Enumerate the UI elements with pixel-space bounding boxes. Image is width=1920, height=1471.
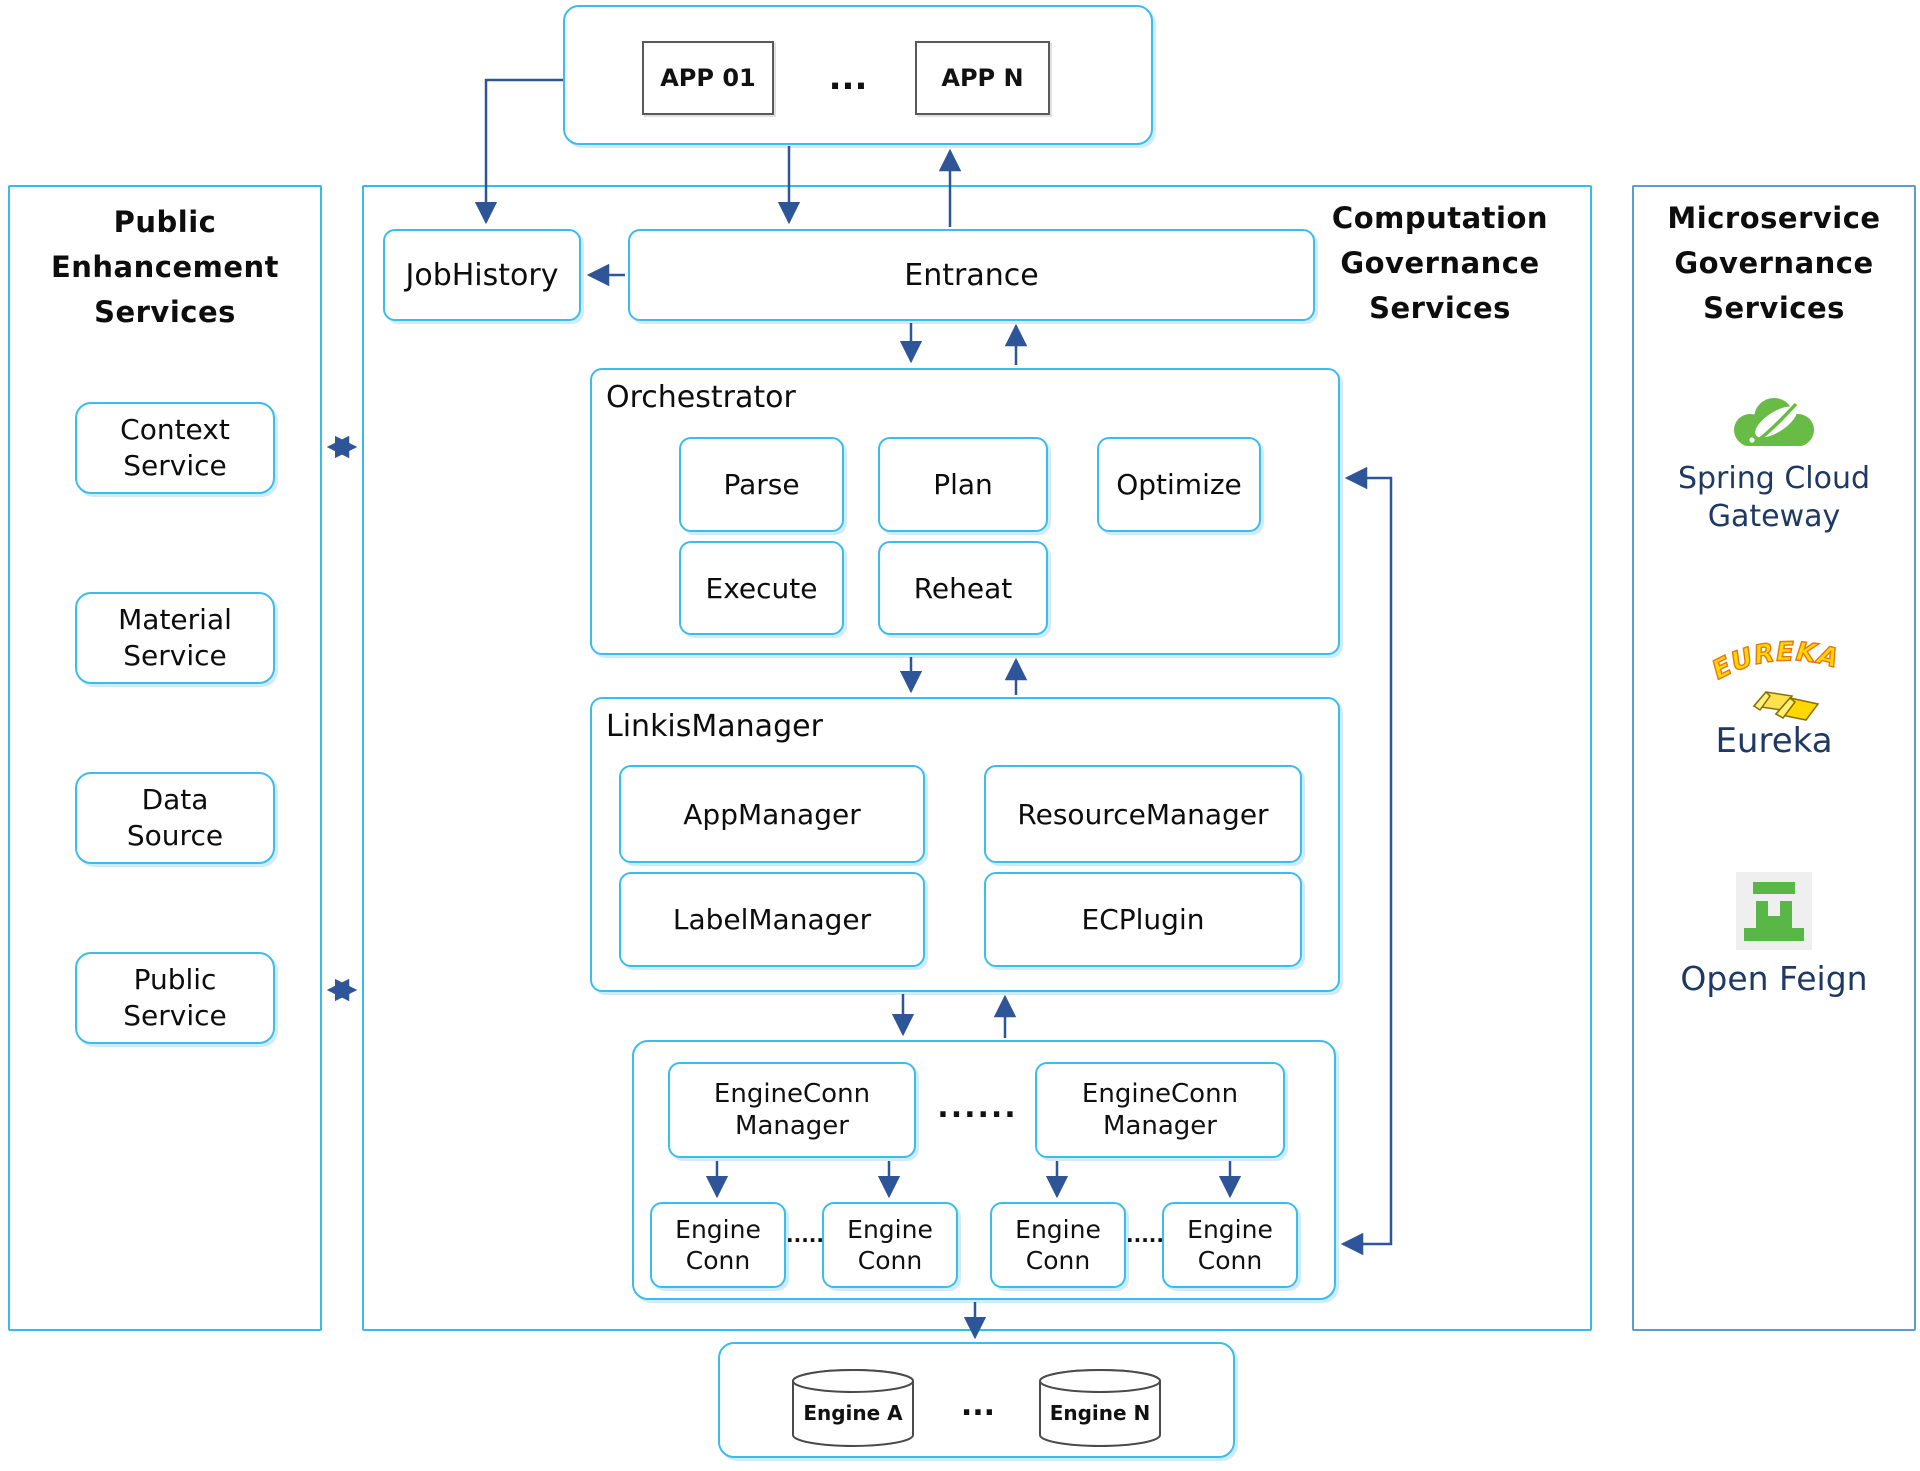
execute-label: Execute xyxy=(705,571,818,605)
engine-conn-label-2: Engine Conn xyxy=(847,1214,933,1275)
engine-a-cylinder-icon: Engine A xyxy=(792,1369,914,1447)
app-n-box: APP N xyxy=(915,41,1050,115)
engine-conn-label-3: Engine Conn xyxy=(1015,1214,1101,1275)
engine-conn-label-4: Engine Conn xyxy=(1187,1214,1273,1275)
context-service-box: Context Service xyxy=(75,402,275,494)
public-enhancement-title: Public Enhancement Services xyxy=(50,205,280,329)
optimize-box: Optimize xyxy=(1097,437,1261,532)
microservice-governance-title: Microservice Governance Services xyxy=(1667,201,1881,325)
engine-conn-ellipsis-2: ····· xyxy=(1126,1228,1164,1252)
appmanager-label: AppManager xyxy=(683,797,861,831)
app-n-label: APP N xyxy=(941,64,1024,92)
engine-conn-label-1: Engine Conn xyxy=(675,1214,761,1275)
data-source-box: Data Source xyxy=(75,772,275,864)
parse-box: Parse xyxy=(679,437,844,532)
spring-cloud-gateway-label: Spring Cloud Gateway xyxy=(1677,461,1871,534)
spring-cloud-gateway-icon xyxy=(1734,398,1814,446)
engine-conn-ellipsis-1: ····· xyxy=(786,1228,824,1252)
labelmanager-box: LabelManager xyxy=(619,872,925,967)
computation-governance-title: Computation Governance Services xyxy=(1331,201,1549,325)
reheat-label: Reheat xyxy=(913,571,1013,605)
ecplugin-box: ECPlugin xyxy=(984,872,1302,967)
open-feign-label: Open Feign xyxy=(1680,959,1868,998)
optimize-label: Optimize xyxy=(1116,468,1242,501)
engineconn-manager-left-box: EngineConn Manager xyxy=(668,1062,916,1158)
engine-conn-box-1: Engine Conn xyxy=(650,1202,786,1288)
linkismanager-title: LinkisManager xyxy=(606,709,823,744)
engine-conn-box-4: Engine Conn xyxy=(1162,1202,1298,1288)
app-01-label: APP 01 xyxy=(660,64,756,92)
engine-a-label: Engine A xyxy=(803,1401,903,1425)
execute-box: Execute xyxy=(679,541,844,635)
ecplugin-label: ECPlugin xyxy=(1081,903,1205,936)
material-service-box: Material Service xyxy=(75,592,275,684)
entrance-box: Entrance xyxy=(628,229,1315,321)
appmanager-box: AppManager xyxy=(619,765,925,863)
reheat-box: Reheat xyxy=(878,541,1048,635)
data-source-label: Data Source xyxy=(126,782,224,852)
resourcemanager-label: ResourceManager xyxy=(1017,797,1269,831)
engine-conn-box-3: Engine Conn xyxy=(990,1202,1126,1288)
engineconn-manager-right-box: EngineConn Manager xyxy=(1035,1062,1285,1158)
public-service-label: Public Service xyxy=(123,962,227,1032)
engines-ellipsis: ... xyxy=(960,1388,996,1423)
public-service-box: Public Service xyxy=(75,952,275,1044)
svg-text:EUREKA: EUREKA xyxy=(1712,640,1842,686)
engineconn-manager-ellipsis: ...... xyxy=(937,1090,1018,1125)
labelmanager-label: LabelManager xyxy=(672,903,872,936)
public-enhancement-panel xyxy=(8,185,322,1331)
parse-label: Parse xyxy=(723,468,800,501)
app-ellipsis: ... xyxy=(828,58,868,98)
entrance-label: Entrance xyxy=(904,257,1039,293)
open-feign-icon xyxy=(1736,872,1812,950)
eureka-label: Eureka xyxy=(1715,721,1833,761)
orchestrator-title: Orchestrator xyxy=(606,380,796,415)
microservice-governance-panel xyxy=(1632,185,1916,1331)
resourcemanager-box: ResourceManager xyxy=(984,765,1302,863)
engine-n-label: Engine N xyxy=(1050,1401,1151,1425)
plan-label: Plan xyxy=(933,468,993,501)
material-service-label: Material Service xyxy=(118,602,232,672)
engine-conn-box-2: Engine Conn xyxy=(822,1202,958,1288)
context-service-label: Context Service xyxy=(120,412,230,482)
eureka-icon: EUREKA xyxy=(1712,640,1842,721)
jobhistory-box: JobHistory xyxy=(383,229,581,321)
eureka-logo-text: EUREKA xyxy=(1712,640,1842,687)
engine-n-cylinder-icon: Engine N xyxy=(1039,1369,1161,1447)
engineconn-manager-right-label: EngineConn Manager xyxy=(1081,1078,1239,1142)
app-01-box: APP 01 xyxy=(642,41,774,115)
jobhistory-label: JobHistory xyxy=(405,257,559,293)
plan-box: Plan xyxy=(878,437,1048,532)
engineconn-manager-left-label: EngineConn Manager xyxy=(713,1078,871,1142)
